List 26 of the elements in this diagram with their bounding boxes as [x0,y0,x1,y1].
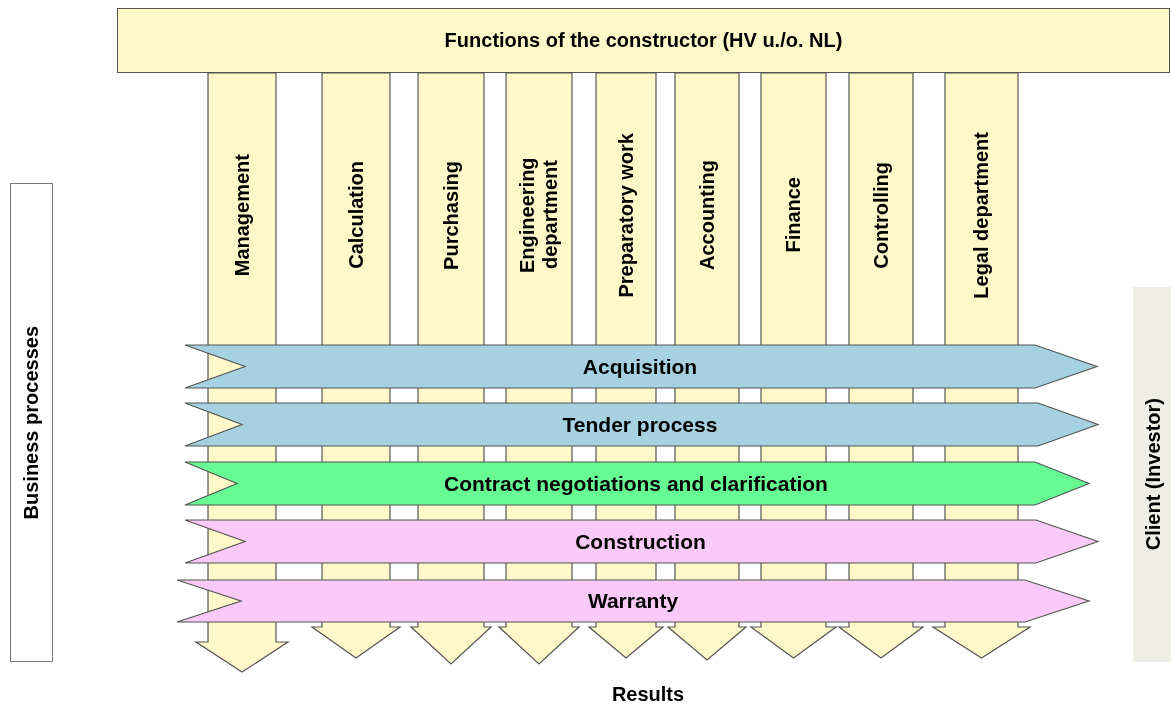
results-label: Results [610,683,686,706]
process-label: Construction [575,529,706,554]
function-label: Management [230,153,254,277]
function-label: Controlling [869,161,893,269]
process-arrow [185,345,1097,388]
process-arrow [185,462,1089,505]
side-panel [1133,287,1171,662]
function-label: Finance [782,177,805,253]
process-label: Acquisition [582,354,698,379]
side-label: Business processes [20,325,43,520]
process-arrow [177,580,1089,622]
side-label: Client (Investor) [1141,398,1165,551]
process-arrow [185,403,1098,446]
header-bar [117,8,1170,73]
function-label: Purchasing [439,160,463,270]
header-title: Functions of the constructor (HV u./o. NL) [444,29,843,52]
function-label: Calculation [344,161,368,269]
function-label: Engineering department [516,156,562,275]
process-label: Warranty [587,589,679,613]
process-arrow [185,520,1098,563]
function-label: Legal department [970,131,993,299]
function-label: Preparatory work [614,132,638,298]
process-label: Contract negotiations and clarification [444,471,828,496]
function-label: Accounting [695,160,719,270]
process-label: Tender process [562,412,718,437]
side-panel [10,183,53,662]
